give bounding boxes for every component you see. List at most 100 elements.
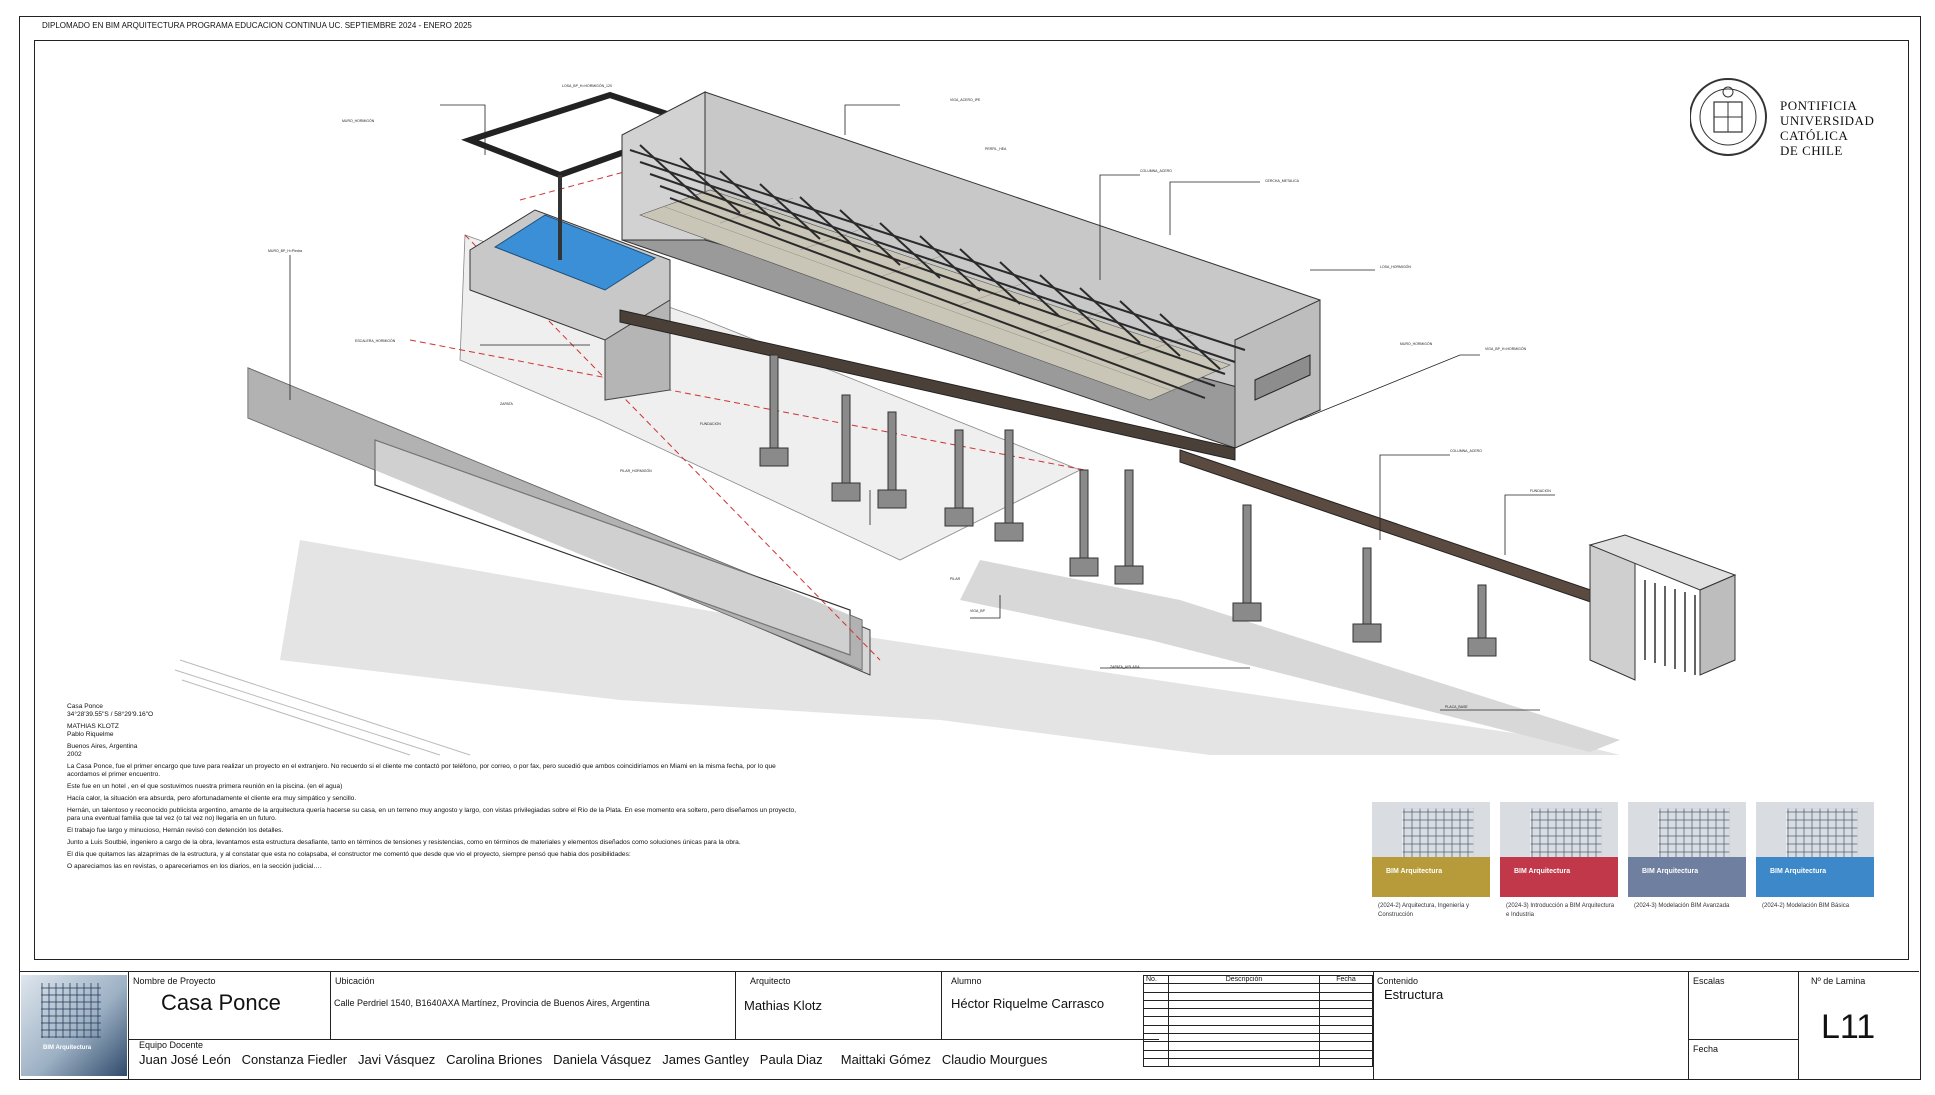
svg-text:COLUMNA_ACERO: COLUMNA_ACERO [1450,449,1482,453]
date-label: Fecha [1693,1044,1719,1054]
survey-line-2 [464,234,881,661]
team-member: Constanza Fiedler [241,1052,348,1067]
tb-architect-cell: Arquitecto Mathias Klotz [735,972,941,1039]
drawing-frame [34,40,1909,960]
architect-label: Arquitecto [750,976,791,986]
rev-row [1143,1024,1373,1035]
student-value: Héctor Riquelme Carrasco [951,996,1105,1011]
svg-text:PILAR: PILAR [950,577,961,581]
gate-bars [1644,580,1696,675]
team-member: Daniela Vásquez [553,1052,652,1067]
svg-text:PILAR_HORMIGÓN: PILAR_HORMIGÓN [620,468,652,473]
course-header: DIPLOMADO EN BIM ARQUITECTURA PROGRAMA E… [42,21,472,30]
bridge-shadow [960,560,1620,752]
svg-text:ZAPATA: ZAPATA [500,402,514,406]
gate-wall [1589,544,1636,681]
team-member: Carolina Briones [446,1052,543,1067]
wall-front [248,368,862,670]
card-title: BIM Arquitectura [1514,868,1571,875]
info-paragraph: Junto a Luis Soutbié, ingeniero a cargo … [67,839,741,846]
info-paragraph: La Casa Ponce, fue el primer encargo que… [67,763,776,778]
info-student: Pablo Riquelme [67,731,114,738]
card-caption: (2024-2) Modelación BIM Básica [1762,903,1850,909]
team-member: Paula Diaz [759,1052,823,1067]
svg-text:MURO_HORMIGÓN: MURO_HORMIGÓN [1400,341,1433,346]
svg-text:MURO_HORMIGÓN: MURO_HORMIGÓN [342,118,375,123]
info-paragraph: El día que quitamos las alzaprimas de la… [67,851,631,858]
scale-label: Escalas [1693,976,1725,986]
card-title: BIM Arquitectura [1386,868,1443,875]
thumbnail-title: BIM Arquitectura [43,1045,92,1051]
gate-side [1699,574,1736,676]
card-title: BIM Arquitectura [1642,868,1699,875]
team-member: Claudio Mourgues [941,1052,1048,1067]
info-paragraph: Hacía calor, la situación era absurda, p… [67,795,357,802]
info-paragraph: El trabajo fue largo y minucioso, Hernán… [67,827,284,834]
tb-sheet-cell: Nº de Lamina L11 [1798,972,1919,1079]
info-architect: MATHIAS KLOTZ [67,723,119,730]
roof-steel [629,144,1246,399]
card-caption: (2024-2) Arquitectura, Ingeniería y Cons… [1378,903,1470,918]
project-label: Nombre de Proyecto [133,976,216,986]
university-seal-icon [1690,78,1767,156]
svg-text:VIGA_BP: VIGA_BP [970,609,986,613]
team-label: Equipo Docente [139,1040,204,1050]
tb-content-cell: Contenido Estructura [1373,972,1688,1079]
course-card[interactable]: BIM Arquitectura (2024-3) Introducción a… [1500,802,1618,932]
rev-row [1143,1008,1373,1018]
main-beam [619,309,1236,461]
tb-project-cell: Nombre de Proyecto Casa Ponce [128,972,330,1039]
info-name: Casa Ponce [67,703,103,710]
course-card[interactable]: BIM Arquitectura (2024-2) Modelación BIM… [1756,802,1874,932]
rev-row [1143,1016,1373,1026]
team-member: Juan José León [139,1052,231,1067]
svg-text:FUNDACION: FUNDACION [700,422,721,426]
team-list: Juan José León Constanza Fiedler Javi Vá… [139,1052,1047,1067]
title-block-thumbnail: BIM Arquitectura [21,975,127,1076]
course-card[interactable]: BIM Arquitectura (2024-2) Arquitectura, … [1372,802,1490,932]
info-paragraph: Este fue en un hotel , en el que sostuvi… [67,783,343,790]
rev-row [1143,999,1373,1010]
ground-shadow [280,540,1620,755]
logo-line1: PONTIFICIA [1780,98,1858,113]
rev-header-desc: Descripción [1168,974,1320,985]
ground-hatch [174,659,471,756]
location-value: Calle Perdriel 1540, B1640AXA Martínez, … [334,998,650,1008]
svg-text:COLUMNA_ACERO: COLUMNA_ACERO [1140,169,1172,173]
svg-text:CERCHA_METALICA: CERCHA_METALICA [1265,179,1300,183]
sheet-label: Nº de Lamina [1811,976,1866,986]
survey-line-1 [409,339,1086,471]
title-block: BIM Arquitectura Nombre de Proyecto Casa… [19,971,1919,1079]
rev-row [1143,1033,1373,1043]
rev-row [1143,983,1373,993]
logo-line2: UNIVERSIDAD [1780,113,1875,128]
rev-row [1143,1049,1373,1059]
tb-scale-cell: Escalas Fecha [1688,972,1799,1079]
card-title: BIM Arquitectura [1770,868,1827,875]
svg-text:PERFIL_HEA: PERFIL_HEA [985,147,1007,151]
svg-text:ZAPATA_AISLADA: ZAPATA_AISLADA [1110,665,1140,669]
svg-text:LOSA_HORMIGÓN: LOSA_HORMIGÓN [1380,264,1411,269]
info-location: Buenos Aires, Argentina [67,743,138,750]
leader-lines [289,104,1555,711]
revision-table: No. Descripción Fecha [1143,974,1373,1078]
info-paragraph: O apareciamos las en revistas, o aparece… [67,863,322,870]
rev-header-no: No. [1143,974,1169,985]
box-window [1254,354,1311,401]
scale-divider [1689,1039,1799,1040]
tb-team-divider [128,1039,1159,1040]
architect-value: Mathias Klotz [744,998,823,1013]
svg-text:FUNDACION: FUNDACION [1530,489,1551,493]
info-year: 2002 [67,751,82,758]
pool-water [493,214,657,291]
tb-student-cell: Alumno Héctor Riquelme Carrasco [941,972,1159,1039]
team-member: James Gantley [662,1052,749,1067]
sheet-number: L11 [1821,1008,1876,1046]
student-label: Alumno [951,976,982,986]
course-card[interactable]: BIM Arquitectura (2024-3) Modelación BIM… [1628,802,1746,932]
rev-header-date: Fecha [1319,974,1373,985]
svg-text:VIGA_ACERO_IPE: VIGA_ACERO_IPE [950,98,981,102]
team-member: Maittaki Gómez [840,1052,932,1067]
